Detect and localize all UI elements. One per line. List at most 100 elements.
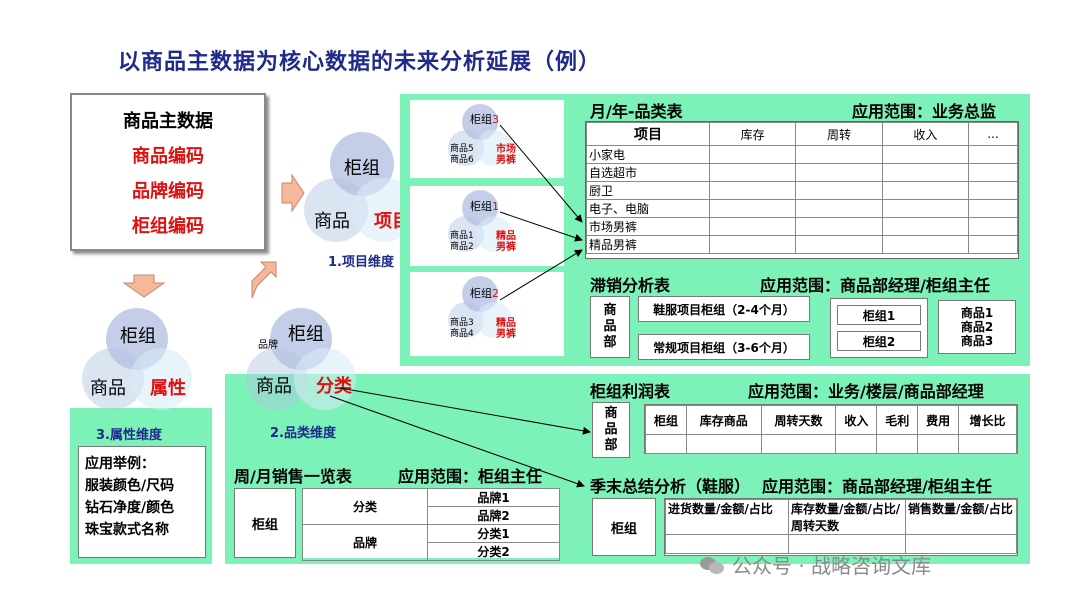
table-row: 小家电 (586, 145, 1018, 164)
mini2-label-b: 男裤 (496, 329, 516, 340)
venn-center-product: 商品 (314, 211, 350, 232)
row-label: 精品男裤 (586, 235, 710, 254)
mini2-counter: 柜组 (470, 287, 492, 300)
mini2-num: 2 (492, 287, 499, 300)
slow-option-shoes: 鞋服项目柜组（2-4个月） (638, 296, 810, 322)
mini3-product-b: 商品6 (450, 155, 474, 165)
attr-example-3: 珠宝款式名称 (85, 522, 169, 538)
slow-product-2: 商品2 (960, 320, 994, 334)
mini2-product-a: 商品3 (450, 318, 474, 328)
season-table-box: 进货数量/金额/占比 库存数量/金额/占比/周转天数 销售数量/金额/占比 (664, 498, 1018, 556)
weekly-row2-sub2: 分类2 (427, 542, 560, 561)
weekly-row1-label: 分类 (302, 488, 428, 525)
monthly-header-turnover: 周转 (795, 122, 883, 146)
monthly-header-more: ... (968, 122, 1018, 146)
table-row: 分类2 (303, 542, 560, 561)
table-row: 精品男裤 (586, 235, 1018, 254)
slow-product-3: 商品3 (960, 334, 994, 348)
mini2-label-a: 精品 (496, 318, 516, 329)
table-row: 分类 品牌1 (302, 488, 560, 525)
profit-table: 柜组 库存商品 周转天数 收入 毛利 费用 增长比 (645, 405, 1017, 454)
row-label: 小家电 (586, 145, 710, 164)
weekly-row2-sub1: 分类1 (427, 524, 560, 543)
arrow-diag-icon (251, 261, 277, 299)
profit-table-box: 柜组 库存商品 周转天数 收入 毛利 费用 增长比 (644, 404, 1018, 454)
venn-mid-brand: 品牌 (258, 340, 278, 351)
profit-scope: 应用范围：业务/楼层/商品部经理 (748, 382, 984, 401)
profit-h-stock: 库存商品 (685, 405, 762, 435)
weekly-scope: 应用范围：柜组主任 (398, 467, 543, 486)
table-row: 品牌 分类1 (302, 524, 560, 561)
mini3-counter: 柜组 (470, 113, 492, 126)
mini1-product-a: 商品1 (450, 231, 474, 241)
profit-h-cost: 费用 (917, 405, 960, 435)
venn-attr-dimension: 柜组 商品 属性 (80, 308, 210, 410)
venn-category-dimension: 品牌 柜组 商品 分类 (240, 306, 370, 416)
row-label: 自选超市 (586, 163, 710, 182)
slow-option-regular: 常规项目柜组（3-6个月） (638, 334, 810, 360)
profit-dept: 商品部 (592, 402, 630, 458)
mini1-label-b: 男裤 (496, 242, 516, 253)
table-row: 市场男裤 (586, 217, 1018, 236)
venn-item-dimension: 柜组 商品 项目 (300, 130, 430, 260)
weekly-table-box: 分类 品牌1 品牌2 品牌 分类1 分类2 (302, 488, 560, 561)
slow-counter-1: 柜组1 (837, 305, 921, 325)
master-heading: 商品主数据 (123, 111, 213, 132)
monthly-header-item: 项目 (586, 122, 710, 146)
mini2-product-b: 商品4 (450, 329, 474, 339)
profit-title: 柜组利润表 (590, 382, 671, 401)
arrow-right-icon (281, 173, 305, 213)
profit-h-margin: 毛利 (876, 405, 919, 435)
monthly-header-income: 收入 (881, 122, 970, 146)
mini3-label-b: 男裤 (496, 155, 516, 166)
product-code: 商品编码 (132, 146, 204, 167)
master-data-box: 商品主数据 商品编码 品牌编码 柜组编码 (70, 93, 266, 251)
slow-scope: 应用范围：商品部经理/柜组主任 (760, 276, 990, 295)
watermark: 公众号 · 战略咨询文库 (700, 550, 931, 579)
mini3-product-a: 商品5 (450, 144, 474, 154)
mini1-num: 1 (492, 200, 499, 213)
weekly-counter: 柜组 (234, 488, 296, 558)
attr-examples-box: 应用举例： 服装颜色/尺码 钻石净度/颜色 珠宝款式名称 (78, 446, 206, 558)
season-h-stock: 库存数量/金额/占比/周转天数 (788, 499, 906, 535)
arrow-down-icon (122, 274, 166, 298)
row-label: 市场男裤 (586, 217, 710, 236)
slow-product-1: 商品1 (960, 306, 994, 320)
mini1-product-b: 商品2 (450, 242, 474, 252)
season-scope: 应用范围：商品部经理/柜组主任 (762, 477, 992, 496)
profit-dept-label: 商品部 (604, 406, 618, 453)
slow-dept-label: 商品部 (603, 303, 617, 350)
season-header-row: 进货数量/金额/占比 库存数量/金额/占比/周转天数 销售数量/金额/占比 (665, 499, 1017, 535)
monthly-table-box: 项目 库存 周转 收入 ... 小家电 自选超市 厨卫 电子、电脑 市场男裤 精… (585, 121, 1019, 259)
attr-example-1: 服装颜色/尺码 (85, 478, 175, 494)
slow-products-box: 商品1 商品2 商品3 (938, 300, 1016, 354)
table-row: 厨卫 (586, 181, 1018, 200)
weekly-row2-label: 品牌 (302, 524, 428, 561)
page-title: 以商品主数据为核心数据的未来分析延展（例） (118, 50, 602, 75)
monthly-table: 项目 库存 周转 收入 ... 小家电 自选超市 厨卫 电子、电脑 市场男裤 精… (586, 122, 1018, 254)
venn-mid-category: 分类 (316, 376, 352, 397)
watermark-text: 公众号 · 战略咨询文库 (732, 554, 932, 578)
wechat-icon (700, 555, 726, 575)
slow-counter-box: 柜组1 柜组2 (830, 298, 928, 358)
profit-header-row: 柜组 库存商品 周转天数 收入 毛利 费用 增长比 (645, 405, 1017, 435)
counter-code: 柜组编码 (132, 216, 204, 237)
season-title: 季末总结分析（鞋服） (590, 477, 751, 496)
weekly-row1-sub2: 品牌2 (427, 506, 560, 525)
season-h-purchase: 进货数量/金额/占比 (665, 499, 789, 535)
table-row (665, 534, 1017, 554)
venn-left-product: 商品 (90, 378, 126, 399)
table-row (645, 434, 1017, 454)
season-counter: 柜组 (592, 498, 656, 556)
venn-center-counter: 柜组 (344, 158, 380, 179)
attr-example-2: 钻石净度/颜色 (85, 500, 175, 516)
caption-attr-dimension: 3.属性维度 (96, 428, 162, 443)
weekly-row1-sub1: 品牌1 (427, 488, 560, 507)
monthly-title: 月/年-品类表 (590, 102, 683, 121)
venn-mid-counter: 柜组 (288, 324, 324, 345)
row-label: 厨卫 (586, 181, 710, 200)
brand-code: 品牌编码 (132, 181, 204, 202)
profit-h-growth: 增长比 (958, 405, 1017, 435)
